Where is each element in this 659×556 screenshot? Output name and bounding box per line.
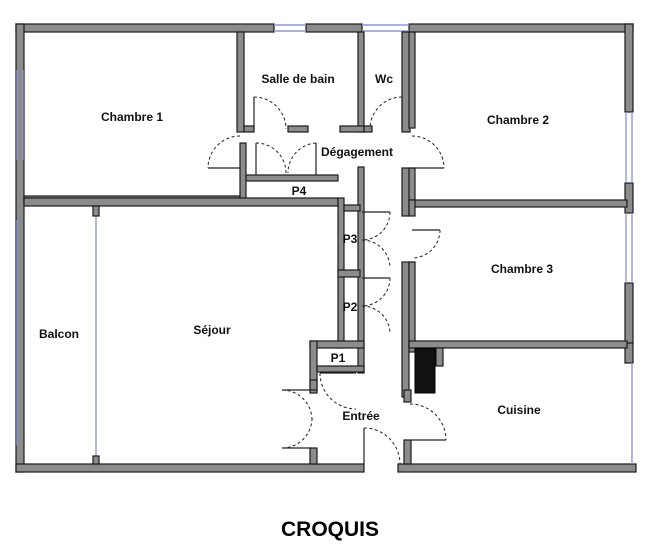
label-degagement: Dégagement — [321, 145, 393, 159]
label-p1: P1 — [331, 351, 346, 365]
label-p3: P3 — [343, 232, 358, 246]
wall-right-lower — [624, 342, 634, 364]
wall-ch1-right — [236, 31, 245, 133]
wall-p4-left — [239, 142, 247, 204]
wall-ch2-bottom — [408, 199, 628, 208]
door-p2-arc2 — [361, 305, 391, 335]
wall-top-right — [408, 23, 634, 33]
wall-cuisine-left — [435, 347, 444, 367]
door-entrance-arc — [363, 427, 401, 465]
kitchen-appliance — [414, 347, 436, 394]
doors — [207, 96, 447, 465]
wall-entree-left-upper — [309, 379, 318, 391]
wall-sdb-right — [357, 31, 365, 133]
interior-walls — [23, 31, 628, 465]
wall-top-left — [15, 23, 275, 33]
door-p3-arc2 — [361, 239, 391, 269]
wall-right-upper — [624, 23, 634, 113]
wall-p3-p2-divider — [337, 269, 361, 278]
wall-right-mid1 — [624, 182, 634, 214]
plan-caption: CROQUIS — [281, 518, 379, 541]
room-labels: Chambre 1 Salle de bain Wc Chambre 2 Dég… — [39, 72, 553, 423]
label-p2: P2 — [343, 300, 358, 314]
door-wc-arc — [369, 96, 403, 130]
wall-ch2-left-upper — [408, 31, 416, 129]
door-p4b-arc — [287, 142, 317, 174]
windows — [16, 24, 633, 464]
label-sejour: Séjour — [193, 323, 231, 337]
wall-corridor-right — [401, 167, 410, 217]
label-wc: Wc — [375, 72, 393, 86]
door-sdb-arc — [253, 96, 287, 130]
wall-corridor-right-lower — [401, 261, 410, 398]
wall-balcon-sejour-bottom — [92, 455, 100, 465]
door-ch3-arc — [411, 229, 441, 259]
wall-ch3-bottom — [408, 340, 628, 349]
wall-sdb-wc-bottom — [339, 125, 365, 133]
label-salle-de-bain: Salle de bain — [261, 72, 334, 86]
door-cuisine-arc — [409, 403, 447, 441]
wall-top-mid — [305, 23, 363, 33]
wall-bottom-left — [15, 463, 365, 473]
exterior-walls — [15, 23, 637, 473]
door-ch2-arc — [411, 135, 445, 169]
wall-wc-bottom — [363, 125, 373, 133]
wall-sdb-bottom-right — [287, 125, 309, 133]
label-entree: Entrée — [342, 409, 380, 423]
label-cuisine: Cuisine — [497, 403, 541, 417]
wall-balcon-sejour-top — [92, 205, 100, 217]
door-sejour-a-arc — [281, 389, 313, 421]
label-balcon: Balcon — [39, 327, 79, 341]
label-chambre3: Chambre 3 — [491, 262, 553, 276]
wall-p3-top — [343, 204, 361, 212]
wall-entree-right-lower — [403, 439, 412, 465]
door-p1-arc — [319, 372, 357, 410]
wall-p4-divider — [245, 174, 339, 182]
wall-entree-left-lower — [309, 447, 318, 465]
wall-p1-bottom — [316, 365, 365, 373]
label-p4: P4 — [292, 184, 307, 198]
door-p2-arc — [361, 277, 391, 307]
label-chambre2: Chambre 2 — [487, 113, 549, 127]
wall-sejour-top — [23, 197, 339, 207]
wall-ch3-left-lower — [408, 261, 416, 353]
door-p4a-arc — [255, 142, 287, 174]
wall-entree-right — [403, 389, 412, 403]
door-p3-arc — [361, 211, 391, 241]
wall-ch3-left — [408, 199, 416, 217]
door-sejour-b-arc — [281, 417, 313, 449]
wall-sdb-bottom-left — [243, 125, 255, 133]
wall-right-mid2 — [624, 282, 634, 344]
label-chambre1: Chambre 1 — [101, 110, 163, 124]
door-ch1-arc — [207, 135, 241, 169]
wall-bottom-right — [397, 463, 637, 473]
wall-p2-bottom — [309, 340, 365, 349]
